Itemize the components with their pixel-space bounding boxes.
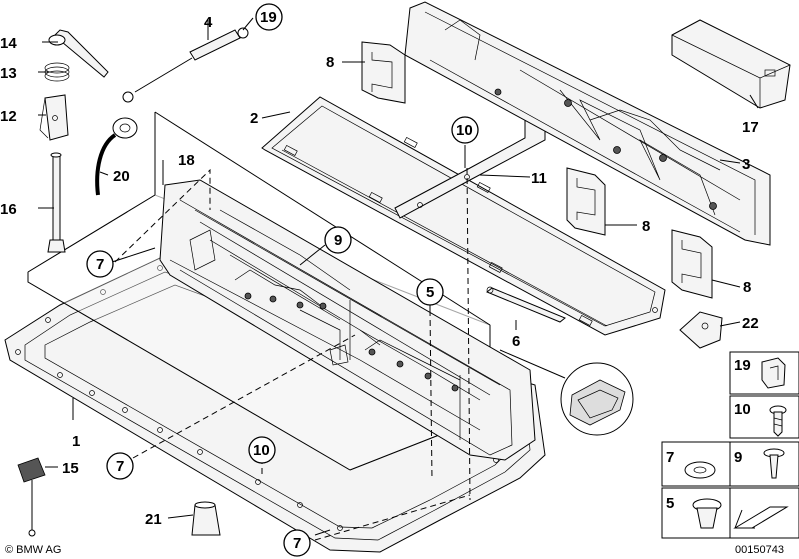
legend-label-10: 10 [734, 401, 751, 418]
label-18: 18 [178, 152, 195, 169]
dashed-lines [114, 167, 471, 541]
latch-rod-part-16 [47, 152, 66, 253]
label-16: 16 [0, 201, 17, 218]
arrow-icon [733, 506, 789, 529]
legend-label-19: 19 [734, 357, 751, 374]
copyright-text: © BMW AG [5, 544, 61, 556]
bracket-part-22 [679, 311, 723, 349]
storage-box-part-9 [159, 179, 536, 461]
pin-icon [763, 448, 785, 479]
callout-7-middle [106, 452, 134, 480]
screw-icon [769, 405, 787, 437]
label-19: 19 [260, 9, 277, 26]
label-17: 17 [742, 119, 759, 136]
label-5: 5 [426, 284, 434, 301]
bracket-part-8-middle [566, 167, 606, 236]
label-10-top: 10 [456, 122, 473, 139]
label-13: 13 [0, 65, 17, 82]
label-3: 3 [742, 156, 750, 173]
callout-7-bottom [283, 529, 311, 557]
bracket-part-8-top [361, 41, 406, 104]
floor-panel-part-1 [4, 257, 546, 553]
label-1: 1 [72, 433, 80, 450]
label-10-bottom: 10 [253, 442, 270, 459]
part-labels: 1 2 3 4 5 6 7 7 7 8 8 8 9 10 10 11 12 13… [0, 9, 759, 552]
legend-boxes: 19 10 7 9 5 [661, 351, 799, 539]
label-2: 2 [250, 110, 258, 127]
callout-10-bottom [248, 436, 276, 464]
lid-part-2 [261, 96, 666, 336]
callout-5 [416, 278, 444, 306]
detail-magnifier [499, 349, 634, 436]
label-7-left: 7 [96, 256, 104, 273]
grommet-icon [692, 498, 722, 529]
gas-strut-part-4 [122, 27, 249, 103]
spring-part-13 [44, 62, 70, 82]
label-8-middle: 8 [642, 218, 650, 235]
callouts [86, 3, 479, 557]
bracket-part-8-bottom [671, 229, 713, 299]
label-6: 6 [512, 333, 520, 350]
label-22: 22 [742, 315, 759, 332]
callout-7-left [86, 250, 114, 278]
callout-9 [324, 226, 352, 254]
callout-19 [255, 3, 283, 31]
clip-icon [761, 357, 786, 389]
label-11: 11 [531, 170, 547, 187]
latch-handle-part-14 [48, 29, 109, 78]
cushion-part-17 [671, 19, 791, 109]
callout-10-top [451, 116, 479, 144]
label-12: 12 [0, 108, 17, 125]
plug-part-21 [191, 501, 221, 536]
label-7-bottom: 7 [293, 535, 301, 552]
label-8-top: 8 [326, 54, 334, 71]
label-21: 21 [145, 511, 162, 528]
legend-label-5: 5 [666, 495, 674, 512]
label-20: 20 [113, 168, 130, 185]
cable-part-20 [95, 117, 138, 196]
latch-housing-part-12 [39, 94, 69, 141]
sensor-part-15 [17, 457, 46, 537]
label-14: 14 [0, 35, 17, 52]
label-7-middle: 7 [116, 458, 124, 475]
legend-label-7: 7 [666, 449, 674, 466]
rod-part-6 [486, 286, 566, 323]
label-4: 4 [204, 14, 213, 31]
leader-lines [38, 17, 759, 536]
drawing-number: 00150743 [735, 544, 784, 556]
legend-label-9: 9 [734, 449, 742, 466]
label-9: 9 [334, 232, 342, 249]
washer-icon [684, 461, 716, 479]
label-15: 15 [62, 460, 79, 477]
label-8-bottom: 8 [743, 279, 751, 296]
